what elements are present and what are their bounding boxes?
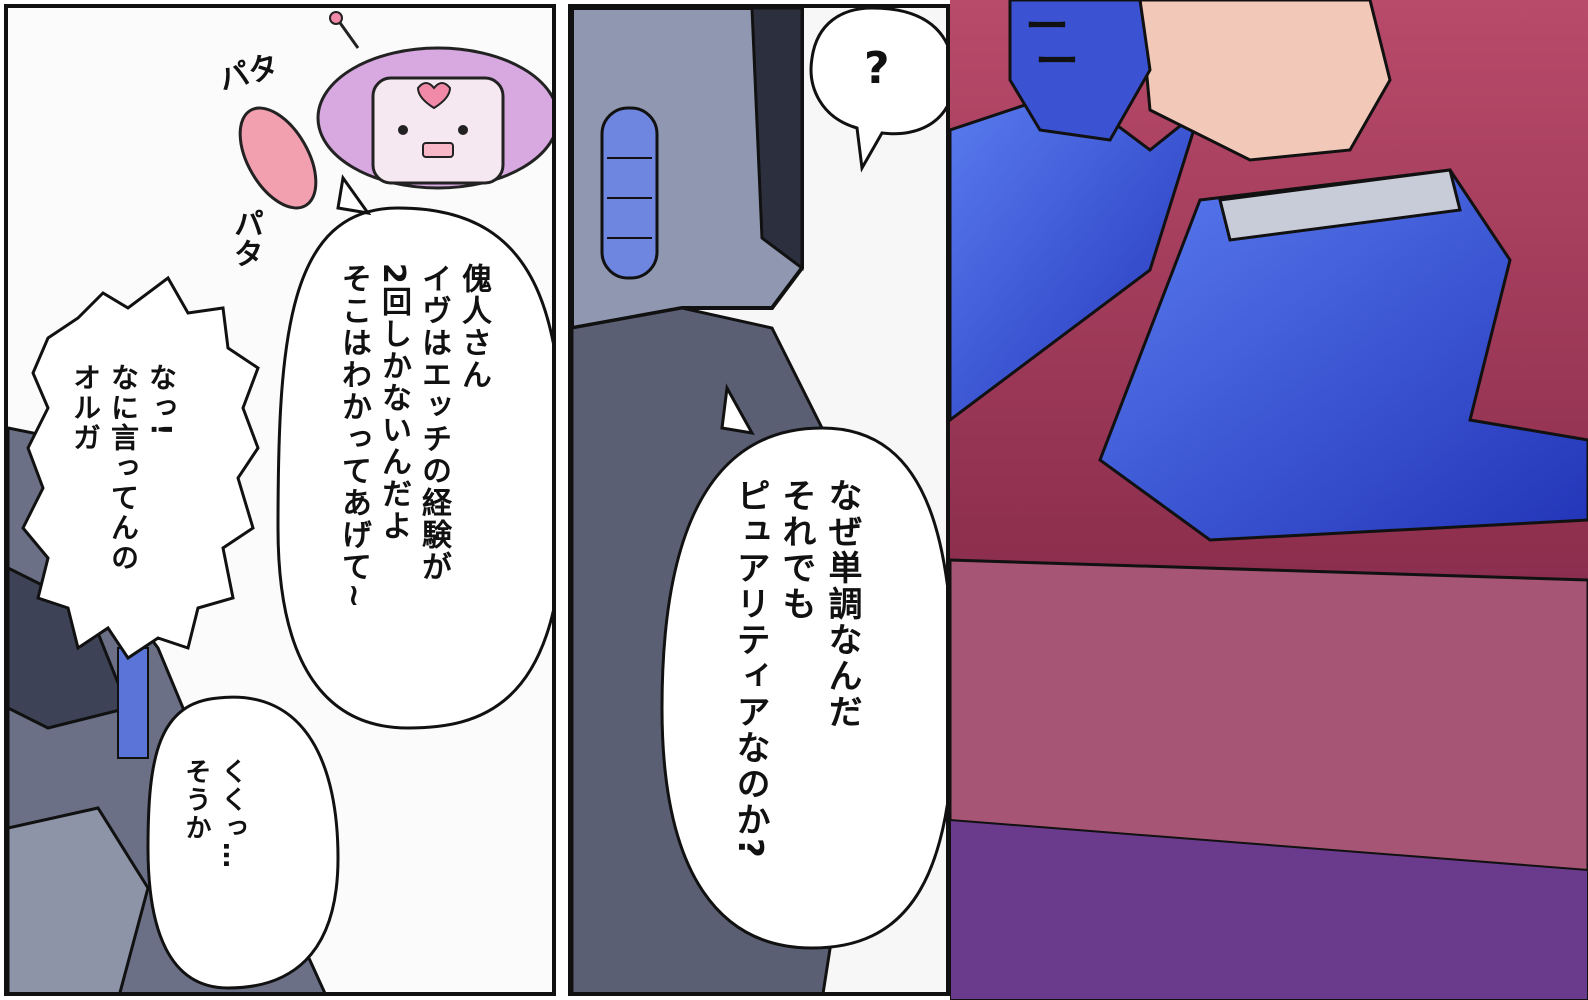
speech-bubble-robot-main	[660, 383, 946, 950]
bubble-robot-line-2: そうか	[181, 758, 211, 842]
glove	[1008, 0, 1152, 142]
bubble-sheep-line-2: イヴはエッチの経験が	[416, 263, 451, 583]
bubble-main-line-3: ピュアリティアなのか?	[730, 478, 770, 860]
panel-right: ー ー	[950, 0, 1588, 1000]
bubble-sheep-line-4: そこはわかってあげて~	[336, 263, 371, 611]
speech-bubble-sheep	[276, 174, 552, 730]
hip	[1138, 0, 1392, 162]
sfx-pata-left: パタ	[228, 208, 263, 268]
panel-left: パタ パタ 傀人さん イヴはエッチの経験が 2回しかないんだよ そこはわかってあ…	[4, 4, 556, 996]
bubble-main-text: なぜ単調なんだ それでも ピュアリティアなのか?	[727, 478, 865, 928]
garter-band	[1218, 168, 1462, 242]
speech-bubble-robot	[146, 695, 340, 990]
bubble-jagged-line-3: オルガ	[69, 363, 102, 453]
sfx-dash-1: ー	[1025, 1, 1069, 52]
bubble-sheep-line-3: 2回しかないんだよ	[376, 263, 411, 542]
bubble-sheep-line-1: 傀人さん	[456, 263, 491, 391]
bubble-main-line-2: それでも	[776, 478, 816, 622]
panel-middle-art	[572, 8, 946, 992]
bubble-sheep-text: 傀人さん イヴはエッチの経験が 2回しかないんだよ そこはわかってあげて~	[333, 263, 493, 693]
right-leg	[1098, 168, 1588, 542]
speech-bubble-question	[809, 8, 946, 173]
bubble-robot-text: くくっ… そうか	[178, 758, 250, 958]
panel-middle: ? なぜ単調なんだ それでも ピュアリティアなのか?	[568, 4, 950, 996]
speech-bubble-jagged	[21, 275, 260, 661]
robot-head	[572, 8, 804, 331]
bubble-robot-line-1: くくっ…	[217, 758, 247, 870]
bubble-jagged-line-1: なっ!	[145, 363, 178, 438]
fluffy-creature	[238, 11, 552, 210]
panel-right-art	[950, 0, 1588, 1000]
bed-base	[950, 818, 1588, 1000]
bubble-question-text: ?	[864, 43, 890, 94]
bubble-jagged-text: なっ! なに言ってんの オルガ	[66, 363, 180, 623]
sfx-dash-2: ー	[1035, 36, 1079, 87]
bubble-jagged-line-2: なに言ってんの	[107, 363, 140, 573]
panel-left-art	[8, 11, 552, 992]
bubble-main-line-1: なぜ単調なんだ	[822, 478, 862, 730]
